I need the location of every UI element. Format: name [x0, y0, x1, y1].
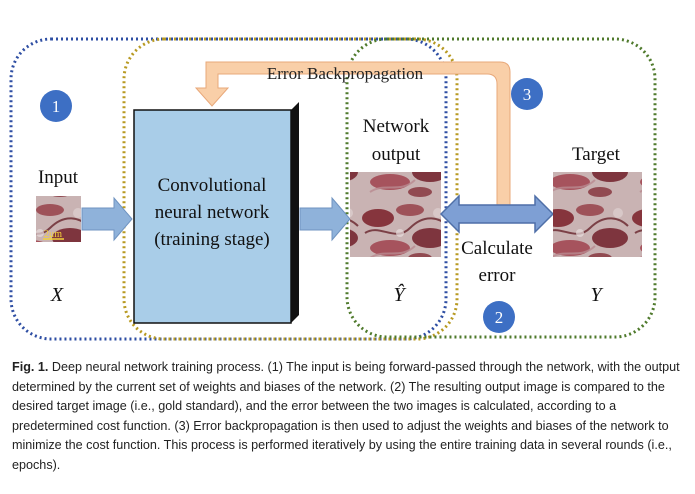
target-label: Target: [572, 144, 621, 165]
output-label-line1: Network: [363, 116, 430, 137]
network-group: [122, 37, 459, 341]
error-group: [345, 37, 657, 339]
arrow-input-to-cnn: [81, 196, 133, 242]
caption-text: Deep neural network training process. (1…: [12, 360, 680, 472]
step-badge-3: [511, 78, 543, 110]
output-symbol: Ŷ: [393, 283, 406, 306]
output-label-line2: output: [372, 144, 421, 165]
input-label: Input: [38, 167, 79, 188]
backprop-arrow: [194, 61, 511, 206]
step-badge-2: [483, 301, 515, 333]
step-badge-3-label: 3: [523, 85, 532, 104]
output-image: [350, 172, 441, 257]
step-badge-2-label: 2: [495, 308, 504, 327]
calculate-label-line2: error: [479, 265, 517, 286]
figure-caption: Fig. 1. Deep neural network training pro…: [12, 358, 684, 475]
cnn-label-line1: Convolutional: [158, 175, 267, 196]
cnn-label-line2: neural network: [155, 202, 270, 223]
step-badge-1: [40, 90, 72, 122]
arrow-cnn-to-output: [299, 196, 351, 242]
target-image: [553, 172, 642, 257]
caption-fig-label: Fig. 1.: [12, 360, 49, 374]
step-badge-1-label: 1: [52, 97, 61, 116]
input-image: [36, 196, 81, 242]
target-symbol: Y: [590, 284, 603, 306]
backprop-label: Error Backpropagation: [267, 64, 424, 83]
training-process-diagram: Error Backpropagation 1 3 2 Input 2μm X …: [9, 37, 657, 341]
cnn-box: [133, 109, 292, 324]
input-symbol: X: [50, 284, 64, 306]
cnn-label-line3: (training stage): [154, 229, 270, 250]
calculate-label-line1: Calculate: [461, 238, 533, 259]
scale-bar-label: 2μm: [44, 229, 62, 240]
